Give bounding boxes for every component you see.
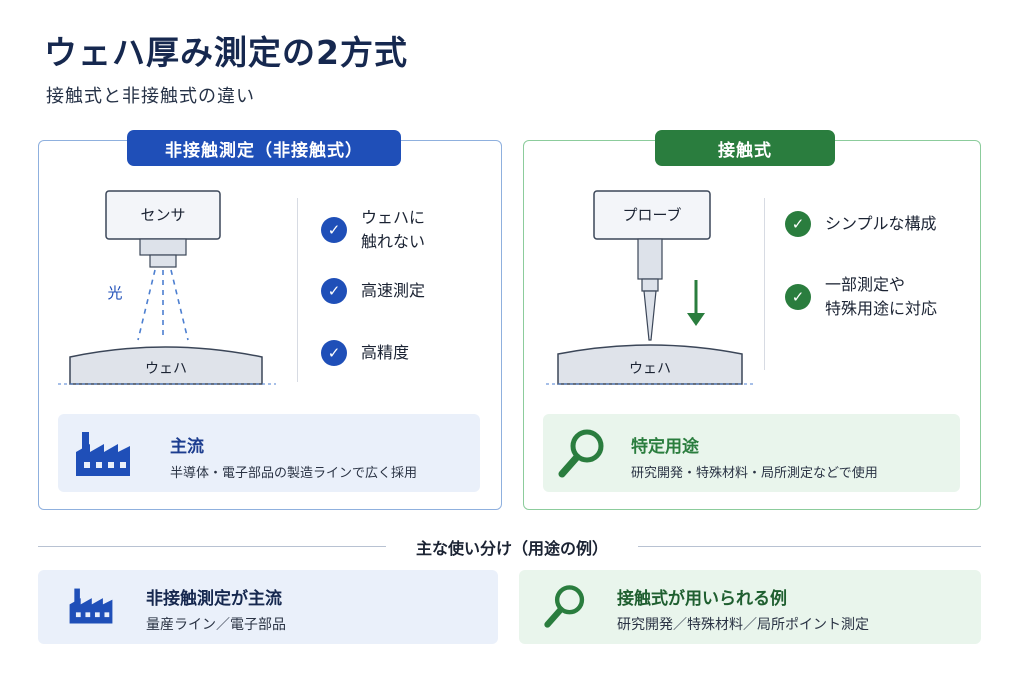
info-desc: 半導体・電子部品の製造ラインで広く採用 <box>170 466 418 481</box>
feature-text: ウェハに 触れない <box>361 208 426 251</box>
non-contact-info-box: 主流 半導体・電子部品の製造ラインで広く採用 <box>58 414 480 492</box>
non-contact-header: 非接触測定（非接触式） <box>127 130 401 166</box>
check-icon: ✓ <box>321 278 347 304</box>
section-divider-left <box>38 546 386 547</box>
probe-label: プローブ <box>622 206 682 224</box>
wafer-left <box>58 346 276 385</box>
wafer-label-right: ウェハ <box>629 361 671 377</box>
page-title: ウェハ厚み測定の2方式 <box>44 33 408 72</box>
usage-non-contact-box: 非接触測定が主流 量産ライン／電子部品 <box>38 570 498 644</box>
feature-item: ✓ 一部測定や 特殊用途に対応 <box>785 273 937 321</box>
feature-text: シンプルな構成 <box>825 214 937 233</box>
magnifier-icon <box>558 429 604 478</box>
magnifier-icon <box>544 585 585 628</box>
feature-text: 高速測定 <box>361 281 426 300</box>
page-subtitle: 接触式と非接触式の違い <box>46 86 255 107</box>
usage-section-title: 主な使い分け（用途の例） <box>400 535 624 559</box>
info-title: 特定用途 <box>631 437 699 457</box>
feature-item: ✓ ウェハに 触れない <box>321 206 425 254</box>
wafer-right <box>546 344 756 385</box>
usage-contact-box: 接触式が用いられる例 研究開発／特殊材料／局所ポイント測定 <box>519 570 981 644</box>
check-icon: ✓ <box>785 284 811 310</box>
factory-icon <box>69 588 113 624</box>
feature-text: 高精度 <box>361 343 410 362</box>
check-icon: ✓ <box>321 340 347 366</box>
contact-header: 接触式 <box>655 130 835 166</box>
right-panel-divider <box>764 198 765 370</box>
left-panel-divider <box>297 198 298 382</box>
feature-item: ✓ 高精度 <box>321 340 409 366</box>
feature-item: ✓ シンプルな構成 <box>785 211 937 237</box>
usage-desc: 量産ライン／電子部品 <box>146 617 286 633</box>
usage-desc: 研究開発／特殊材料／局所ポイント測定 <box>617 617 869 633</box>
check-icon: ✓ <box>785 211 811 237</box>
contact-info-box: 特定用途 研究開発・特殊材料・局所測定などで使用 <box>543 414 960 492</box>
factory-icon <box>76 432 130 476</box>
probe-illustration <box>593 190 711 341</box>
wafer-label-left: ウェハ <box>145 361 187 377</box>
usage-title: 非接触測定が主流 <box>146 589 282 609</box>
down-arrow-icon <box>687 280 705 326</box>
feature-item: ✓ 高速測定 <box>321 278 425 304</box>
info-title: 主流 <box>170 437 204 457</box>
check-icon: ✓ <box>321 217 347 243</box>
info-desc: 研究開発・特殊材料・局所測定などで使用 <box>631 466 878 481</box>
sensor-label: センサ <box>140 206 186 224</box>
light-label: 光 <box>107 284 123 302</box>
light-beams <box>137 269 189 341</box>
section-divider-right <box>638 546 981 547</box>
usage-title: 接触式が用いられる例 <box>617 589 787 609</box>
feature-text: 一部測定や 特殊用途に対応 <box>825 275 938 318</box>
sensor-illustration <box>105 190 221 268</box>
